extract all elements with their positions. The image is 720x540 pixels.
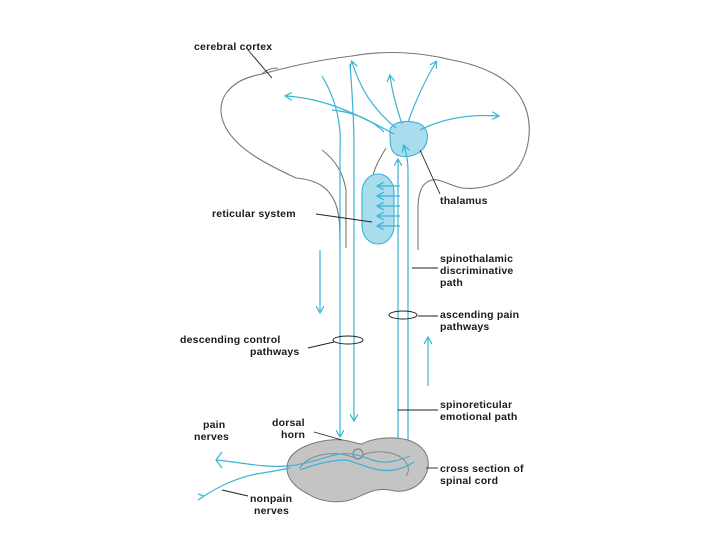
leader-lines: [221, 49, 441, 497]
label-descending-2: pathways: [250, 346, 299, 358]
label-cross-section-2: spinal cord: [440, 475, 498, 487]
spinal-cord-cross-section: [286, 437, 429, 503]
ascending-pathway-ring: [388, 310, 418, 320]
reticular-inputs: [378, 186, 400, 226]
label-thalamus: thalamus: [440, 195, 488, 207]
label-cross-section-1: cross section of: [440, 463, 524, 475]
label-spinoreticular-2: emotional path: [440, 411, 517, 423]
label-spinothalamic-2: discriminative: [440, 265, 513, 277]
descending-pathway: [320, 63, 354, 436]
label-spinothalamic-1: spinothalamic: [440, 253, 513, 265]
midline-fold: [321, 149, 347, 248]
label-pain-1: pain: [203, 419, 225, 431]
label-cerebral-cortex: cerebral cortex: [194, 41, 272, 53]
label-nonpain-2: nerves: [254, 505, 289, 517]
label-nonpain-1: nonpain: [250, 493, 292, 505]
label-ascending-1: ascending pain: [440, 309, 519, 321]
thalamus: [389, 120, 429, 158]
label-spinothalamic-3: path: [440, 277, 463, 289]
thalamocortical-projections: [286, 62, 498, 135]
ascending-pathways: [398, 146, 428, 440]
label-dorsal-1: dorsal: [272, 417, 305, 429]
label-dorsal-2: horn: [281, 429, 305, 441]
reticular-system: [361, 173, 395, 245]
label-spinoreticular-1: spinoreticular: [440, 399, 512, 411]
label-ascending-2: pathways: [440, 321, 489, 333]
label-pain-2: nerves: [194, 431, 229, 443]
label-reticular-system: reticular system: [212, 208, 296, 220]
sulcus-line: [261, 67, 279, 75]
nonpain-nerves: [197, 467, 291, 501]
pain-nerves: [215, 451, 415, 472]
label-descending-1: descending control: [180, 334, 280, 346]
brain-outline: [220, 51, 530, 211]
descending-pathway-ring: [332, 335, 364, 345]
